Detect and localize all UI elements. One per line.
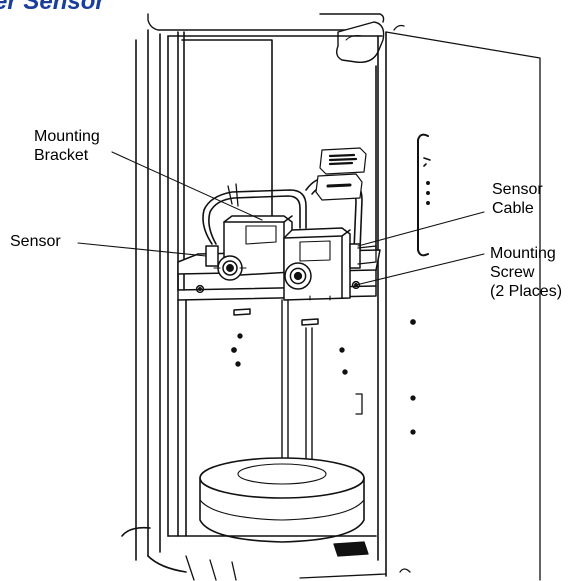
callout-line: Cable bbox=[492, 200, 534, 217]
cabinet-frame bbox=[121, 29, 387, 577]
callout-mounting-screw: Mounting Screw (2 Places) bbox=[490, 244, 562, 301]
leader-mounting-bracket bbox=[111, 151, 263, 221]
figure-heading: er Sensor bbox=[0, 0, 105, 15]
cabinet-top bbox=[147, 13, 385, 63]
callout-line: Mounting bbox=[490, 245, 556, 262]
support-rods bbox=[231, 299, 363, 473]
callout-leaders bbox=[77, 151, 485, 286]
sensor-left bbox=[205, 215, 293, 281]
callout-line: Sensor bbox=[10, 233, 61, 250]
reservoir-float bbox=[199, 457, 365, 543]
callout-sensor: Sensor bbox=[10, 232, 61, 251]
callout-line: Sensor bbox=[492, 181, 543, 198]
callout-line: Mounting bbox=[34, 128, 100, 145]
callout-line: Screw bbox=[490, 264, 535, 281]
callout-line: (2 Places) bbox=[490, 283, 563, 300]
leader-sensor-cable bbox=[357, 211, 485, 247]
callout-sensor-cable: Sensor Cable bbox=[492, 180, 543, 218]
leader-mounting-screw bbox=[355, 253, 485, 286]
side-panel bbox=[385, 24, 541, 581]
sensor-right bbox=[283, 227, 377, 301]
label-plates bbox=[315, 147, 367, 201]
cabinet-base bbox=[185, 541, 411, 581]
callout-mounting-bracket: Mounting Bracket bbox=[34, 127, 100, 165]
leader-sensor bbox=[77, 242, 207, 257]
callout-line: Bracket bbox=[34, 147, 89, 164]
